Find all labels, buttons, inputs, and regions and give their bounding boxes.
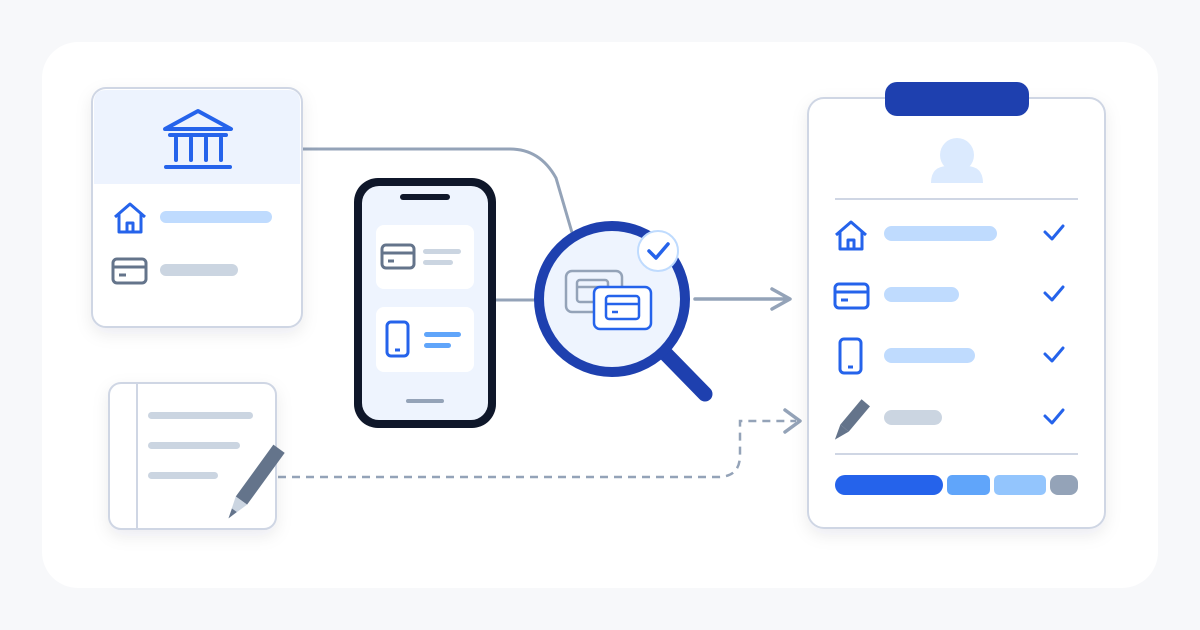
pen-icon: [834, 399, 870, 440]
report-row: [833, 282, 1065, 310]
check-icon: [1043, 224, 1065, 241]
phone-home-bar: [406, 399, 444, 403]
phone-device-tile: [376, 307, 474, 372]
document-text-line: [148, 472, 218, 479]
magnifier-to-report-arrow: [693, 287, 792, 311]
document-content: [136, 384, 285, 528]
bank-card-content: [94, 90, 300, 285]
dashed-arrow-head: [783, 408, 802, 434]
document-text-line: [148, 442, 240, 449]
bank-icon: [163, 109, 233, 169]
magnifier-icon: [534, 221, 713, 402]
score-bar: [835, 475, 1078, 495]
home-icon: [835, 220, 867, 251]
phone-card-tile: [376, 225, 474, 289]
check-icon: [1043, 408, 1065, 425]
smartphone-icon: [838, 337, 863, 375]
user-avatar-icon: [931, 138, 983, 183]
credit-card-icon: [380, 243, 416, 270]
report-row: [834, 399, 1065, 440]
connectors: [278, 147, 802, 479]
home-icon: [114, 202, 146, 234]
smartphone: [354, 178, 496, 428]
credit-card-icon: [592, 285, 653, 331]
check-icon: [1043, 285, 1065, 302]
report-row: [835, 220, 1065, 251]
check-icon: [637, 230, 679, 272]
credit-card-icon: [833, 282, 870, 310]
credit-card-icon: [111, 257, 148, 285]
document-card: [108, 382, 277, 530]
smartphone-icon: [385, 320, 410, 358]
address-placeholder-bar: [160, 211, 272, 223]
check-icon: [1043, 346, 1065, 363]
document-text-line: [148, 412, 253, 419]
bank-to-magnifier-connector: [301, 147, 575, 238]
clipboard-clip: [885, 82, 1029, 116]
card-placeholder-bar: [160, 264, 238, 276]
report-content: [833, 82, 1078, 495]
pen-icon: [228, 444, 285, 519]
phone-speaker: [400, 194, 450, 200]
document-to-report-dashed-arrow: [278, 419, 796, 479]
report-row: [838, 337, 1065, 375]
